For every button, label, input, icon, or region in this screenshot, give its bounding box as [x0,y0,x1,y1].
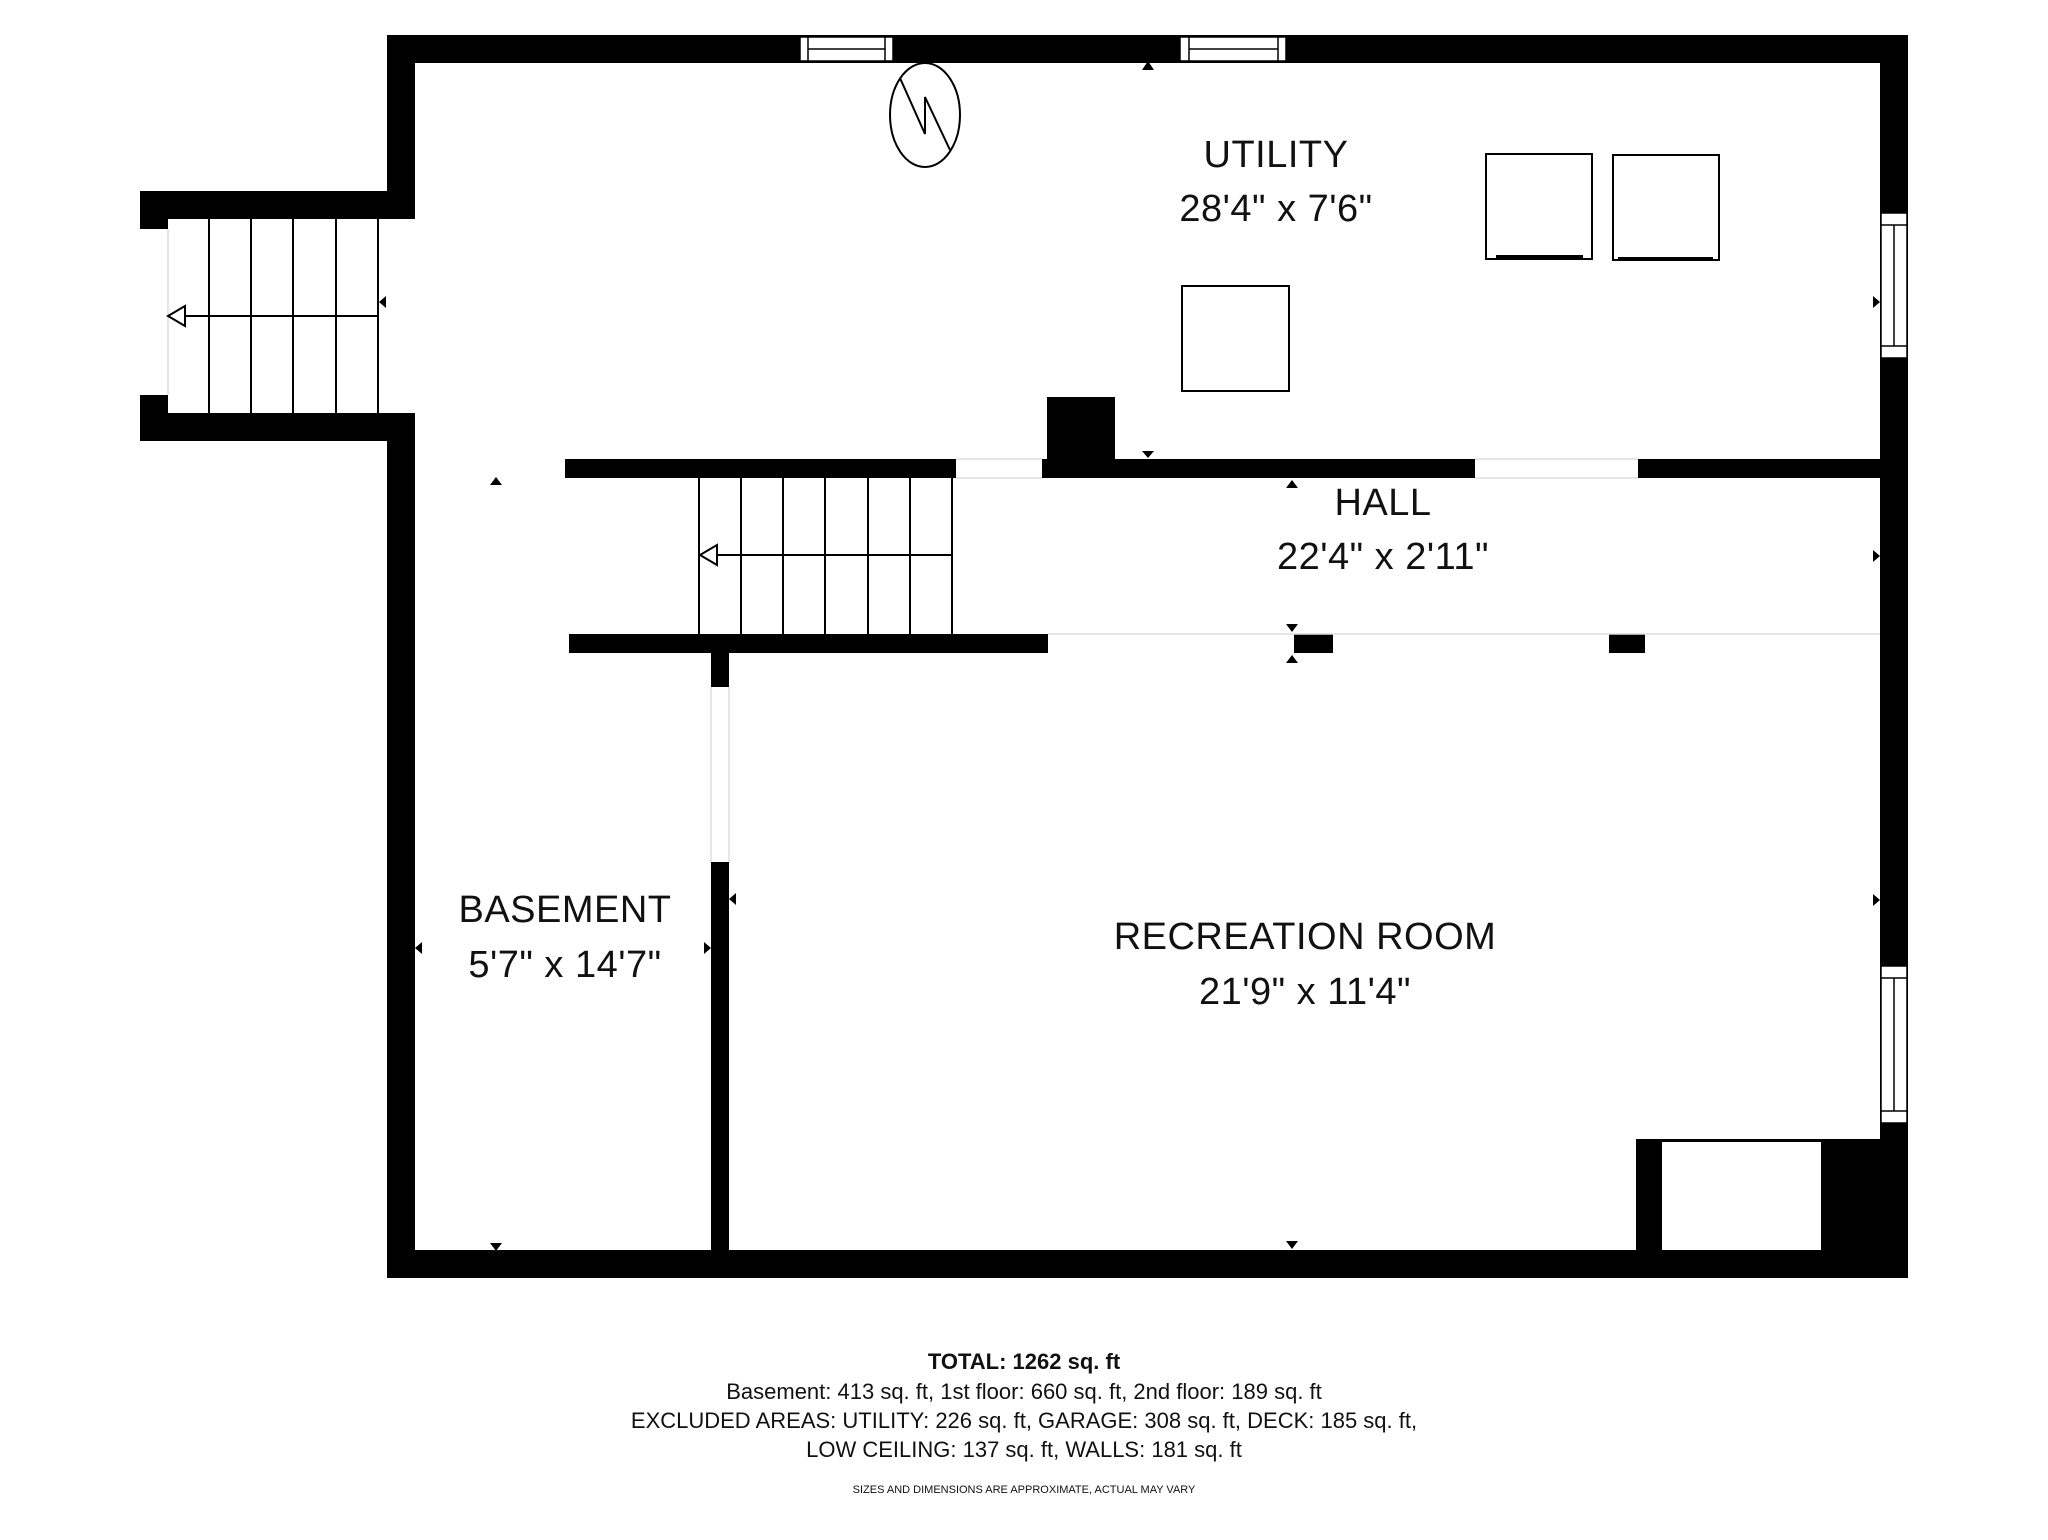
dimension-marker-icons [379,61,1880,1251]
excluded-areas-line-2: LOW CEILING: 137 sq. ft, WALLS: 181 sq. … [806,1437,1242,1462]
fixtures [1181,153,1720,392]
window-right-upper [1880,212,1908,359]
windows [799,36,1908,1124]
room-label-utility: UTILITY [1203,134,1349,176]
room-label-recreation-room: RECREATION ROOM [1113,916,1497,958]
window-top-right [1179,36,1287,62]
stairs-exterior [166,219,379,413]
room-dims-hall: 22'4" x 2'11" [1276,536,1490,578]
stairs-interior [698,478,953,634]
room-label-basement: BASEMENT [458,889,672,931]
appliance-water-heater [1181,285,1290,392]
room-dims-recreation-room: 21'9" x 11'4" [1198,971,1412,1013]
appliance-dryer [1612,154,1720,261]
disclaimer: SIZES AND DIMENSIONS ARE APPROXIMATE, AC… [852,1484,1196,1496]
electrical-panel-icon [889,62,961,168]
window-right-lower [1880,965,1908,1124]
window-top-left [799,36,894,62]
opening-lines [167,229,1880,862]
walls [140,35,1908,1278]
appliance-washer [1485,153,1593,260]
stairs-direction-arrow-icon [166,304,186,328]
room-dims-basement: 5'7" x 14'7" [468,944,662,986]
excluded-areas-line-1: EXCLUDED AREAS: UTILITY: 226 sq. ft, GAR… [630,1408,1418,1433]
floor-areas: Basement: 413 sq. ft, 1st floor: 660 sq.… [726,1379,1322,1404]
stairs-direction-arrow-icon [698,543,718,567]
room-label-hall: HALL [1334,482,1432,524]
total-area: TOTAL: 1262 sq. ft [927,1349,1121,1374]
room-dims-utility: 28'4" x 7'6" [1179,188,1373,230]
